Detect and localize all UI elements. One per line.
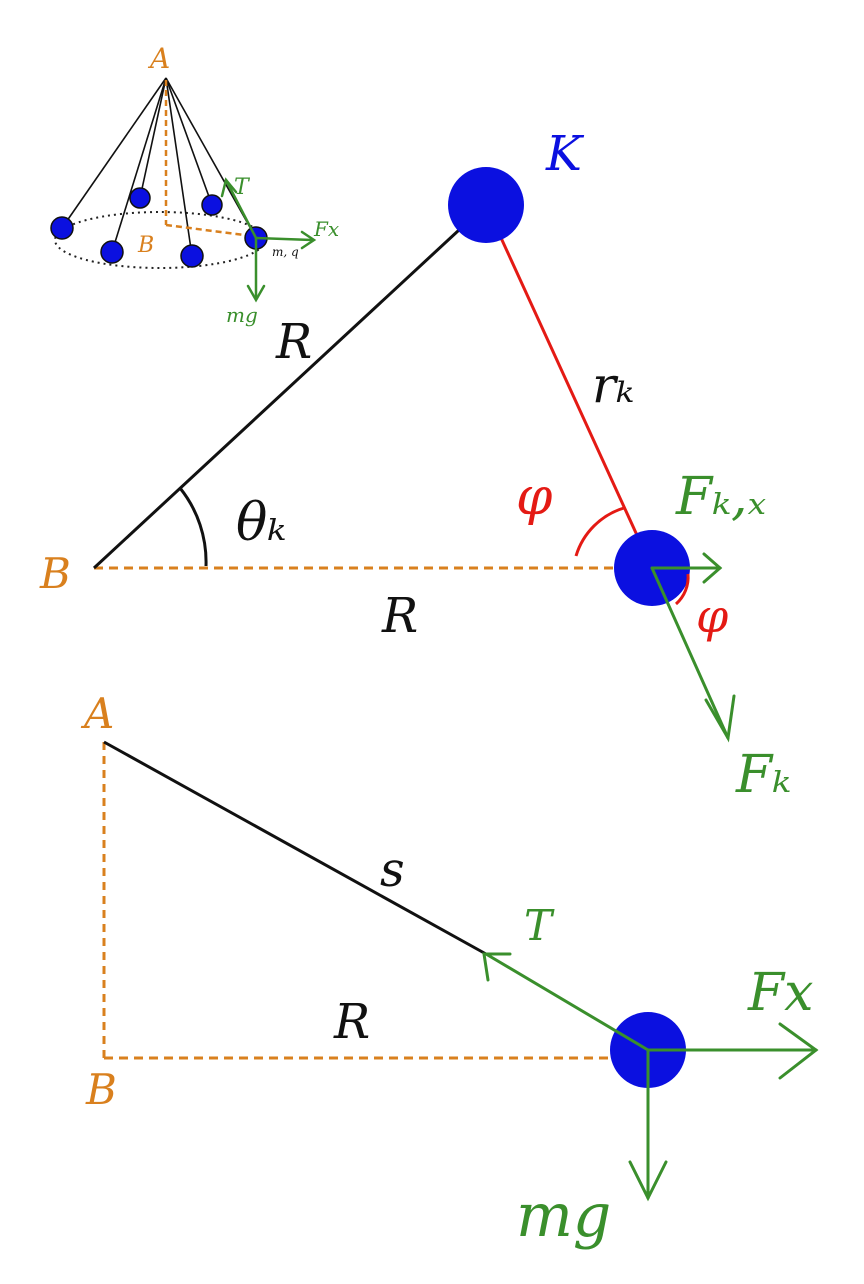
top-label-b: B — [39, 549, 71, 598]
inset-strings — [61, 77, 257, 257]
bottom-label-a: A — [80, 689, 114, 738]
inset-force-arrows — [220, 177, 317, 303]
ball-k — [448, 167, 524, 243]
label-phi-lower: φ — [696, 589, 729, 643]
top-triangle-diagram: K B R R θₖ rₖ φ φ Fₖ,ₓ Fₖ — [39, 126, 791, 805]
phi-arc-lower — [674, 573, 690, 606]
label-k: K — [545, 126, 585, 182]
inset-label-fx: Fx — [313, 217, 339, 241]
bottom-label-r: R — [333, 994, 370, 1050]
bottom-label-s: s — [380, 842, 405, 898]
bottom-label-mg: mg — [516, 1181, 611, 1251]
label-fkx: Fₖ,ₓ — [675, 467, 766, 527]
label-fk: Fₖ — [735, 745, 791, 805]
top-side-r — [92, 203, 488, 570]
inset-balls — [50, 187, 268, 268]
inset-label-mg: mg — [226, 303, 258, 327]
phi-arc-upper — [574, 506, 625, 557]
inset-label-a: A — [147, 42, 170, 75]
bottom-label-t: T — [524, 901, 555, 950]
label-rk: rₖ — [592, 356, 634, 414]
bottom-string-s — [103, 740, 487, 956]
inset-orbit-circle — [54, 211, 266, 269]
bottom-triangle-diagram: A B s R T Fx mg — [80, 689, 819, 1251]
top-label-r-base: R — [381, 588, 418, 644]
theta-arc — [178, 487, 208, 567]
bottom-label-b: B — [85, 1065, 117, 1114]
inset-label-t: T — [234, 175, 251, 200]
top-label-r-side: R — [275, 314, 312, 370]
top-force-arrows — [650, 552, 736, 743]
bottom-force-arrows — [482, 952, 819, 1202]
inset-label-m: m, q — [272, 245, 299, 259]
inset-cone-diagram: A B T Fx mg m, q — [50, 42, 339, 327]
label-phi-upper: φ — [516, 467, 553, 527]
inset-radius-dashed — [165, 223, 253, 238]
bottom-label-fx: Fx — [747, 963, 813, 1023]
label-theta: θₖ — [236, 493, 286, 553]
inset-label-b: B — [137, 233, 154, 258]
top-rk-line — [484, 204, 654, 569]
